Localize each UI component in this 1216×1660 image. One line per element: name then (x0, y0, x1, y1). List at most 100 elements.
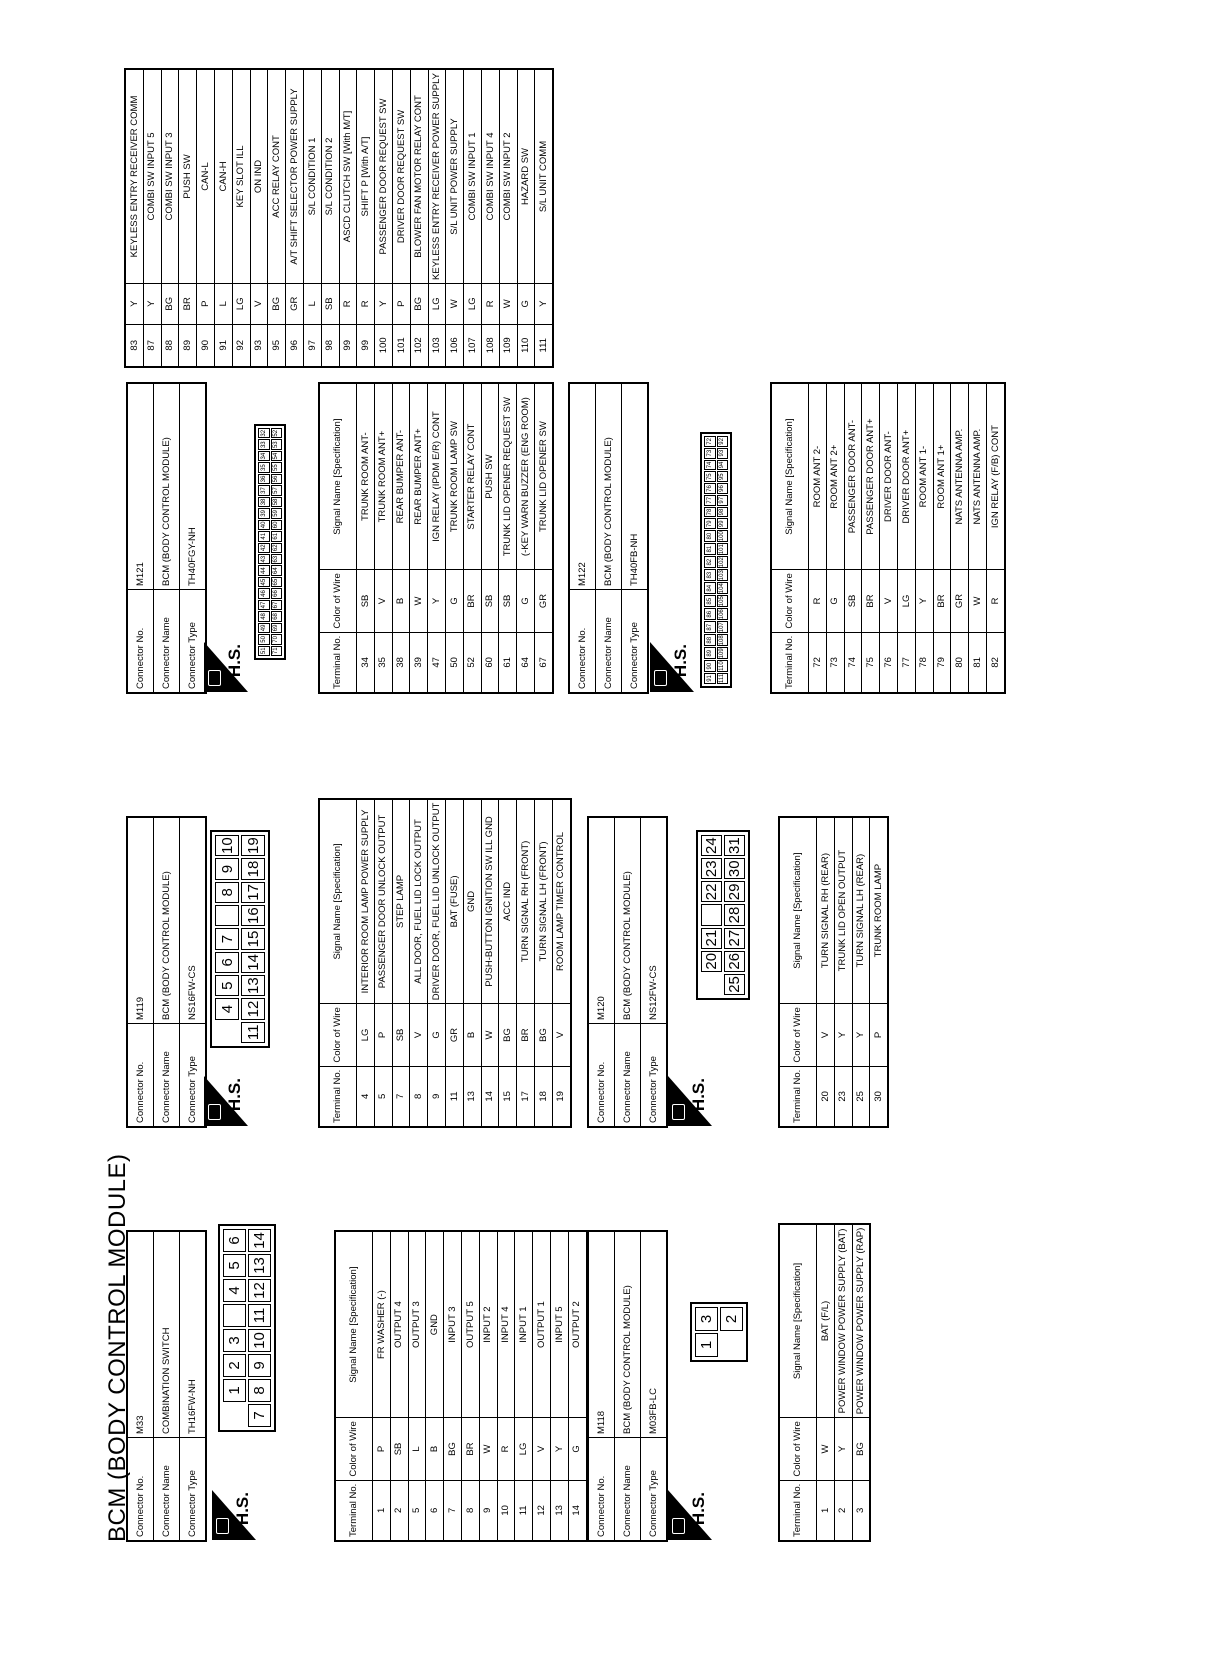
signal-table-m120: Terminal No. Color of Wire Signal Name [… (778, 816, 890, 1128)
wire-color: B (425, 1417, 444, 1481)
terminal-no: 3 (852, 1480, 871, 1541)
wire-color: SB (356, 569, 375, 633)
hs-badge: H.S. (204, 642, 248, 692)
label-connector-type: Connector Type (621, 589, 648, 693)
terminal-no: 9 (479, 1480, 498, 1541)
terminal-no: 52 (463, 632, 482, 693)
terminal-no: 111 (534, 324, 554, 367)
pin: 77 (704, 494, 716, 506)
signal-name: PUSH SW (178, 69, 197, 284)
pin: 90 (704, 660, 716, 672)
col-terminal: Terminal No. (319, 632, 357, 693)
pin: 68 (270, 611, 282, 622)
label-connector-type: Connector Type (640, 1023, 667, 1127)
wire-color: W (499, 283, 518, 325)
label-connector-type: Connector Type (640, 1437, 667, 1541)
terminal-no: 23 (834, 1066, 853, 1127)
pin: 54 (270, 450, 282, 462)
wire-color: Y (374, 283, 393, 325)
terminal-no: 38 (392, 632, 410, 693)
label-connector-name: Connector Name (153, 1023, 180, 1127)
wire-color: SB (390, 1417, 409, 1481)
pin: 71 (270, 645, 282, 656)
pin: 33 (258, 439, 270, 450)
label-connector-type: Connector Type (179, 1437, 206, 1541)
signal-name: ROOM ANT 2+ (826, 383, 845, 570)
connector-no: M119 (127, 817, 154, 1024)
wire-color: SB (392, 1003, 410, 1067)
wire-color: BG (410, 283, 429, 325)
terminal-no: 81 (968, 632, 987, 693)
wire-color: BR (461, 1417, 480, 1481)
wire-color: R (356, 283, 375, 325)
signal-name: OUTPUT 2 (568, 1231, 587, 1418)
terminal-no: 99 (356, 324, 375, 367)
signal-name: IGN RELAY (F/B) CONT (986, 383, 1005, 570)
pin: 80 (704, 530, 716, 543)
pin-gap (215, 1022, 239, 1043)
pin: 66 (270, 588, 282, 599)
wire-color: Y (143, 283, 162, 325)
pin: 2 (223, 1354, 246, 1377)
signal-name: TRUNK LID OPENER REQUEST SW (498, 383, 517, 570)
terminal-no: 102 (410, 324, 429, 367)
wire-color: R (497, 1417, 515, 1481)
terminal-no: 15 (498, 1066, 517, 1127)
wire-color: SB (321, 283, 340, 325)
pin: 26 (724, 950, 745, 972)
wire-color: BR (463, 569, 482, 633)
pin: 22 (701, 881, 722, 903)
terminal-no: 7 (392, 1066, 410, 1127)
terminal-no: 93 (250, 324, 268, 367)
signal-name: SHIFT P [With A/T] (356, 69, 375, 284)
pin: 40 (258, 519, 270, 531)
pin: 5 (215, 975, 239, 997)
signal-name: DRIVER DOOR, FUEL LID UNLOCK OUTPUT (427, 798, 446, 1004)
terminal-no: 11 (445, 1066, 464, 1127)
terminal-no: 108 (481, 324, 500, 367)
pin: 38 (258, 496, 270, 508)
wire-color: BR (861, 569, 880, 633)
signal-name: NATS ANTENNA AMP. (950, 383, 969, 570)
wire-color: LG (232, 283, 251, 325)
pin: 4 (215, 998, 239, 1020)
pin: 96 (716, 483, 728, 494)
label-connector-no: Connector No. (127, 1437, 154, 1541)
wire-color: Y (834, 1417, 853, 1481)
pin: 24 (701, 835, 722, 857)
signal-name: REAR BUMPER ANT+ (409, 383, 428, 570)
signal-name: TURN SIGNAL RH (FRONT) (516, 798, 535, 1004)
signal-name: GND (425, 1231, 444, 1418)
terminal-no: 75 (861, 632, 880, 693)
terminal-no: 2 (390, 1480, 409, 1541)
signal-name: INPUT 4 (497, 1231, 515, 1418)
pin: 67 (270, 599, 282, 611)
wire-color: LG (897, 569, 916, 633)
connector-key (701, 904, 722, 926)
connector-name: BCM (BODY CONTROL MODULE) (614, 1231, 641, 1438)
pin: 13 (248, 1254, 271, 1277)
pin: 3 (223, 1329, 246, 1352)
pin: 65 (270, 576, 282, 588)
signal-name: TRUNK ROOM ANT- (356, 383, 375, 570)
signal-name: COMBI SW INPUT 2 (499, 69, 518, 284)
pin: 106 (716, 608, 728, 621)
pin-gap (223, 1404, 246, 1427)
pin: 39 (258, 508, 270, 519)
pin: 37 (258, 485, 270, 496)
signal-name: BAT (FUSE) (445, 798, 464, 1004)
pin: 57 (270, 485, 282, 496)
